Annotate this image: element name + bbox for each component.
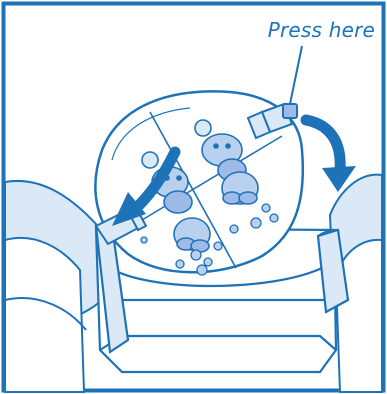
drum-beads xyxy=(140,203,279,276)
left-seat-side xyxy=(4,179,104,393)
press-button-icon xyxy=(282,103,298,119)
press-here-label: Press here xyxy=(267,18,375,42)
callout-leader-line xyxy=(289,45,303,105)
hippo-figure-right xyxy=(194,119,259,205)
curved-arrow-down-left-icon xyxy=(112,146,181,226)
right-support-arm xyxy=(316,228,350,314)
clear-drum xyxy=(94,90,305,274)
curved-arrow-down-icon xyxy=(300,114,356,192)
